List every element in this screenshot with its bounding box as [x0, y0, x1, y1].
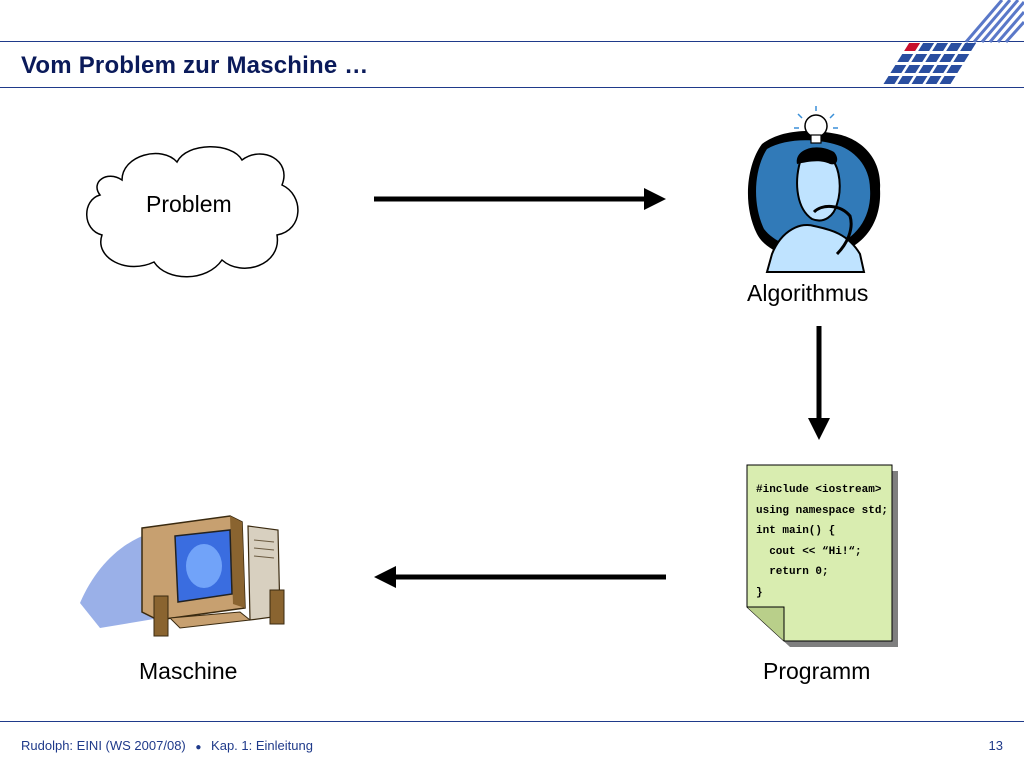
arrow-right-icon [374, 188, 666, 210]
code-line: using namespace std; [756, 504, 889, 517]
program-document-icon [746, 464, 898, 647]
header-bottom-rule [0, 87, 1024, 88]
code-line: cout << “Hi!“; [756, 545, 862, 558]
slide-title: Vom Problem zur Maschine … [21, 52, 369, 79]
arrow-left-icon [374, 566, 666, 588]
footer-rule [0, 721, 1024, 722]
logo-red-square [904, 43, 921, 51]
page-number: 13 [988, 738, 1003, 753]
footer-text: Rudolph: EINI (WS 2007/08) ● Kap. 1: Ein… [21, 738, 313, 753]
code-line: return 0; [756, 566, 829, 578]
footer-chapter: Kap. 1: Einleitung [211, 738, 313, 753]
code-line: #include <iostream> [756, 484, 882, 496]
algorithm-label: Algorithmus [747, 280, 869, 306]
university-logo [883, 0, 1024, 84]
problem-cloud-icon [86, 146, 299, 278]
machine-label: Maschine [139, 658, 238, 684]
code-line: } [756, 586, 763, 599]
program-label: Programm [763, 658, 871, 684]
header-top-rule [0, 41, 1024, 42]
computer-icon [80, 515, 285, 637]
thinking-person-lightbulb-icon [747, 106, 881, 273]
footer-course: Rudolph: EINI (WS 2007/08) [21, 738, 186, 753]
footer-bullet-icon: ● [195, 742, 202, 753]
arrow-down-icon [808, 326, 830, 440]
program-code: #include <iostream> using namespace std; i… [756, 480, 888, 603]
problem-label: Problem [146, 191, 232, 217]
code-line: int main() { [756, 525, 836, 537]
